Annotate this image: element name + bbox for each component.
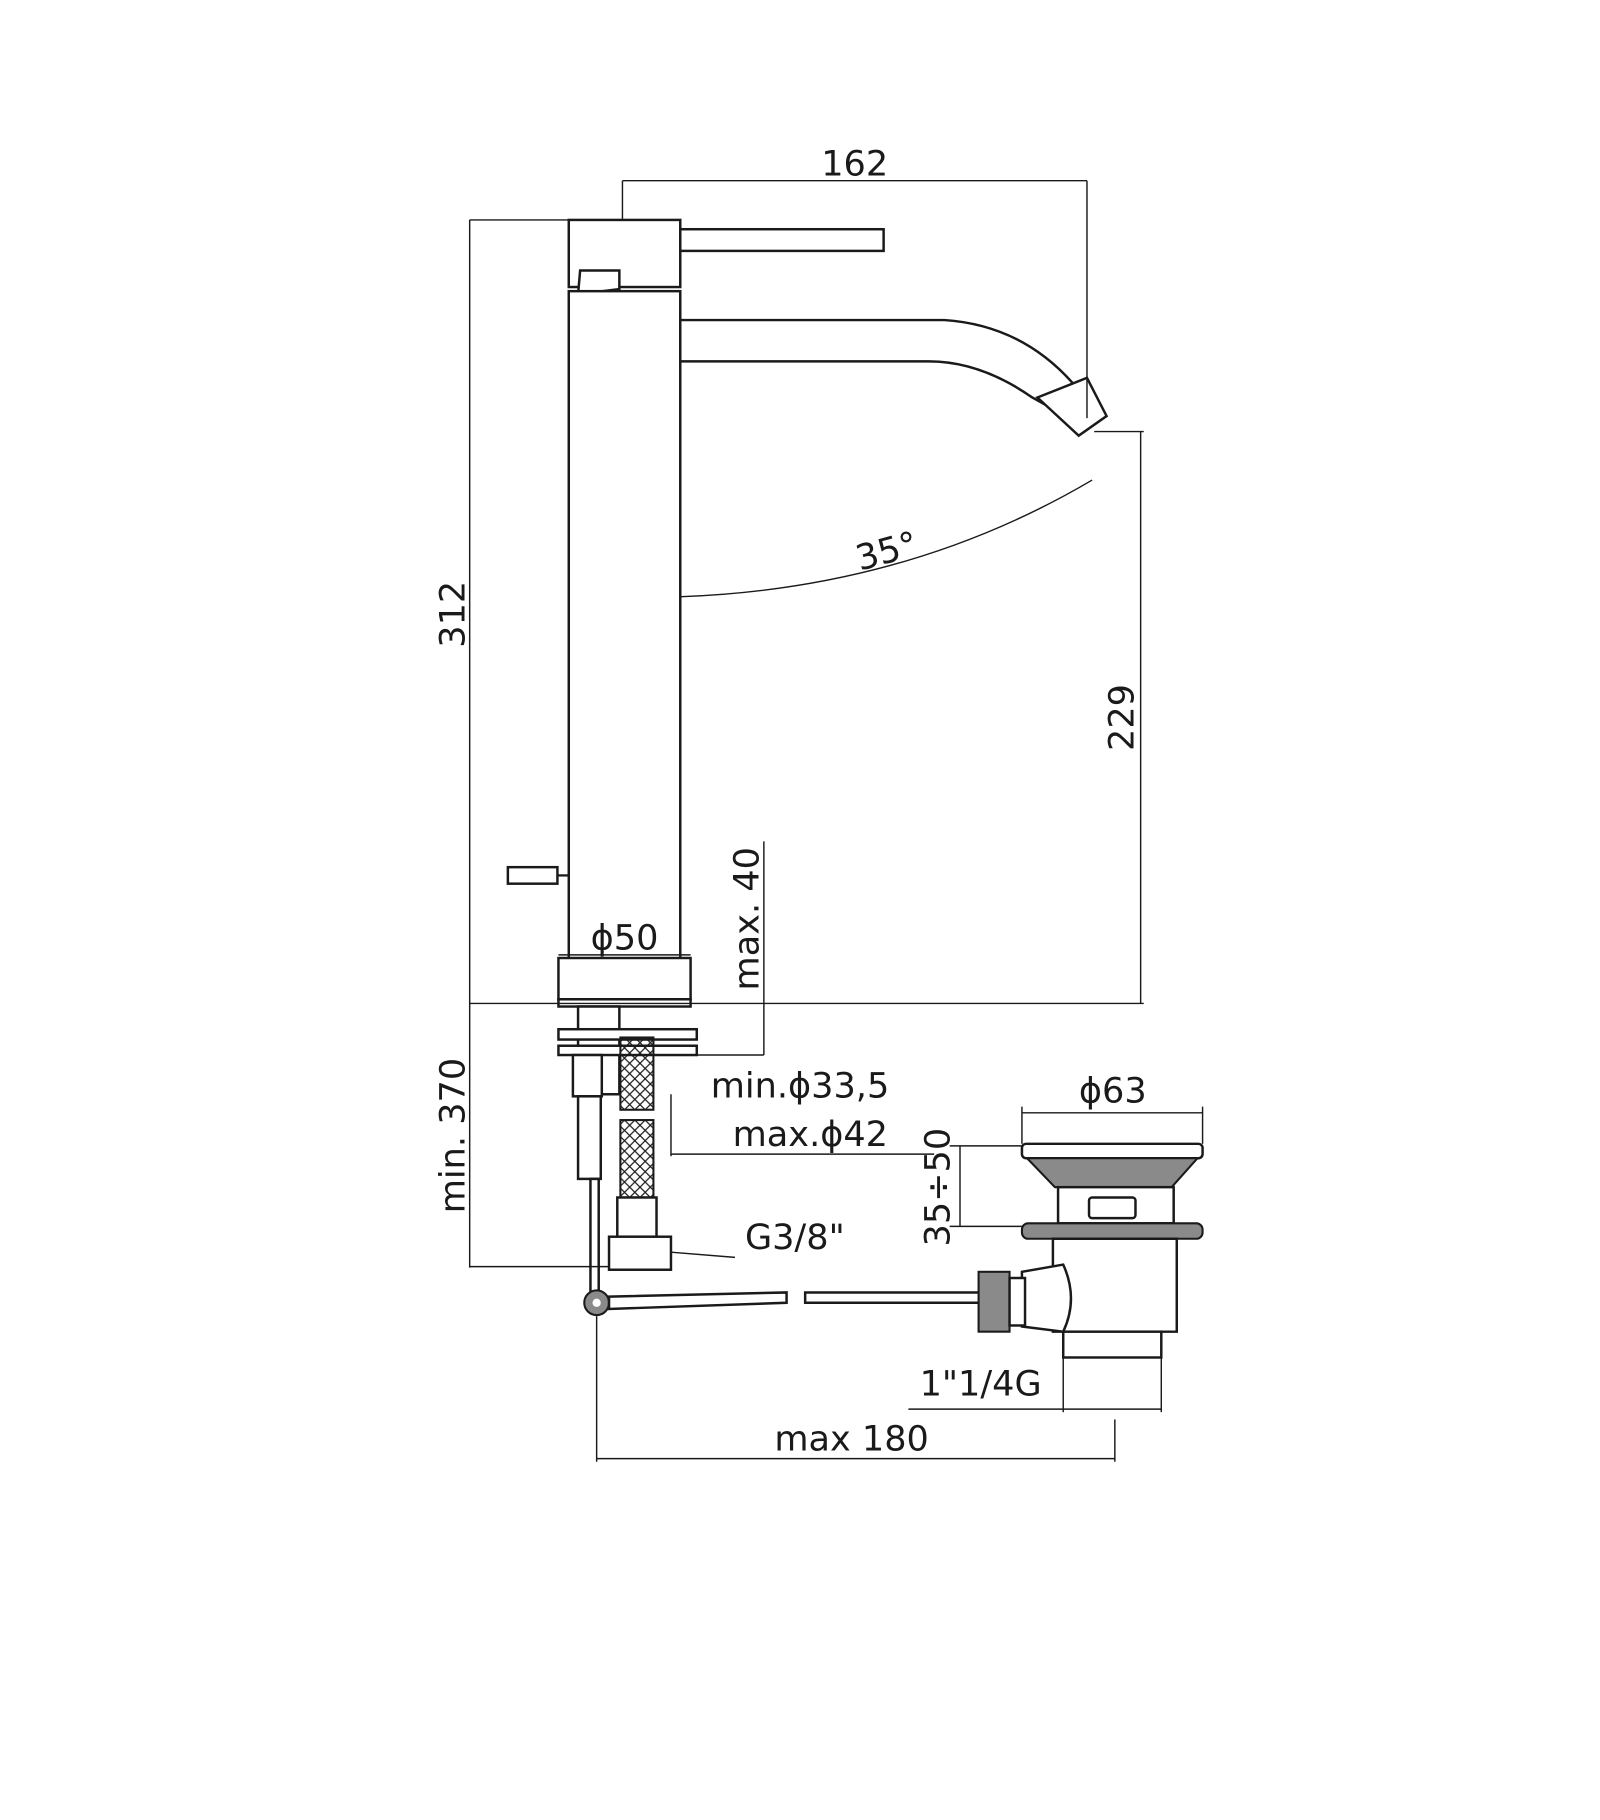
- popup-rod-vertical: [589, 1177, 600, 1294]
- dim-base-diameter: ϕ50: [591, 918, 659, 959]
- dim-hose-length: min. 370: [433, 1058, 474, 1213]
- dim-rod-reach: max 180: [774, 1418, 929, 1459]
- dim-drain-thread: 1"1/4G: [920, 1364, 1042, 1405]
- dim-hose-connection: G3/8": [745, 1217, 845, 1258]
- mounting-kit: [557, 1005, 982, 1317]
- faucet-body: [506, 218, 1109, 1008]
- base-flange: [557, 956, 692, 1001]
- dim-drain-range: 35÷50: [918, 1128, 959, 1247]
- body-column: [567, 289, 682, 1003]
- dim-max-deck: max. 40: [727, 847, 768, 990]
- dim-total-height: 312: [433, 581, 474, 648]
- spout: [679, 318, 1096, 425]
- dim-spout-height: 229: [1101, 684, 1142, 751]
- dimension-lines: [468, 179, 1204, 1462]
- aerator-nozzle: [1035, 376, 1109, 438]
- head-wedge: [576, 269, 621, 296]
- popup-knob: [506, 865, 559, 885]
- flex-hose-cold: [619, 1119, 655, 1199]
- hose-nut: [607, 1235, 673, 1271]
- dim-min-hole: min.ϕ33,5: [711, 1065, 890, 1106]
- popup-drain: [977, 1142, 1204, 1359]
- lever-handle: [679, 227, 885, 253]
- dim-swivel-angle: 35°: [851, 524, 922, 580]
- dim-drain-diameter: ϕ63: [1079, 1071, 1147, 1112]
- flex-hose-hot: [619, 1036, 655, 1111]
- dim-max-hole: max.ϕ42: [733, 1114, 888, 1155]
- dim-spout-reach: 162: [821, 144, 888, 185]
